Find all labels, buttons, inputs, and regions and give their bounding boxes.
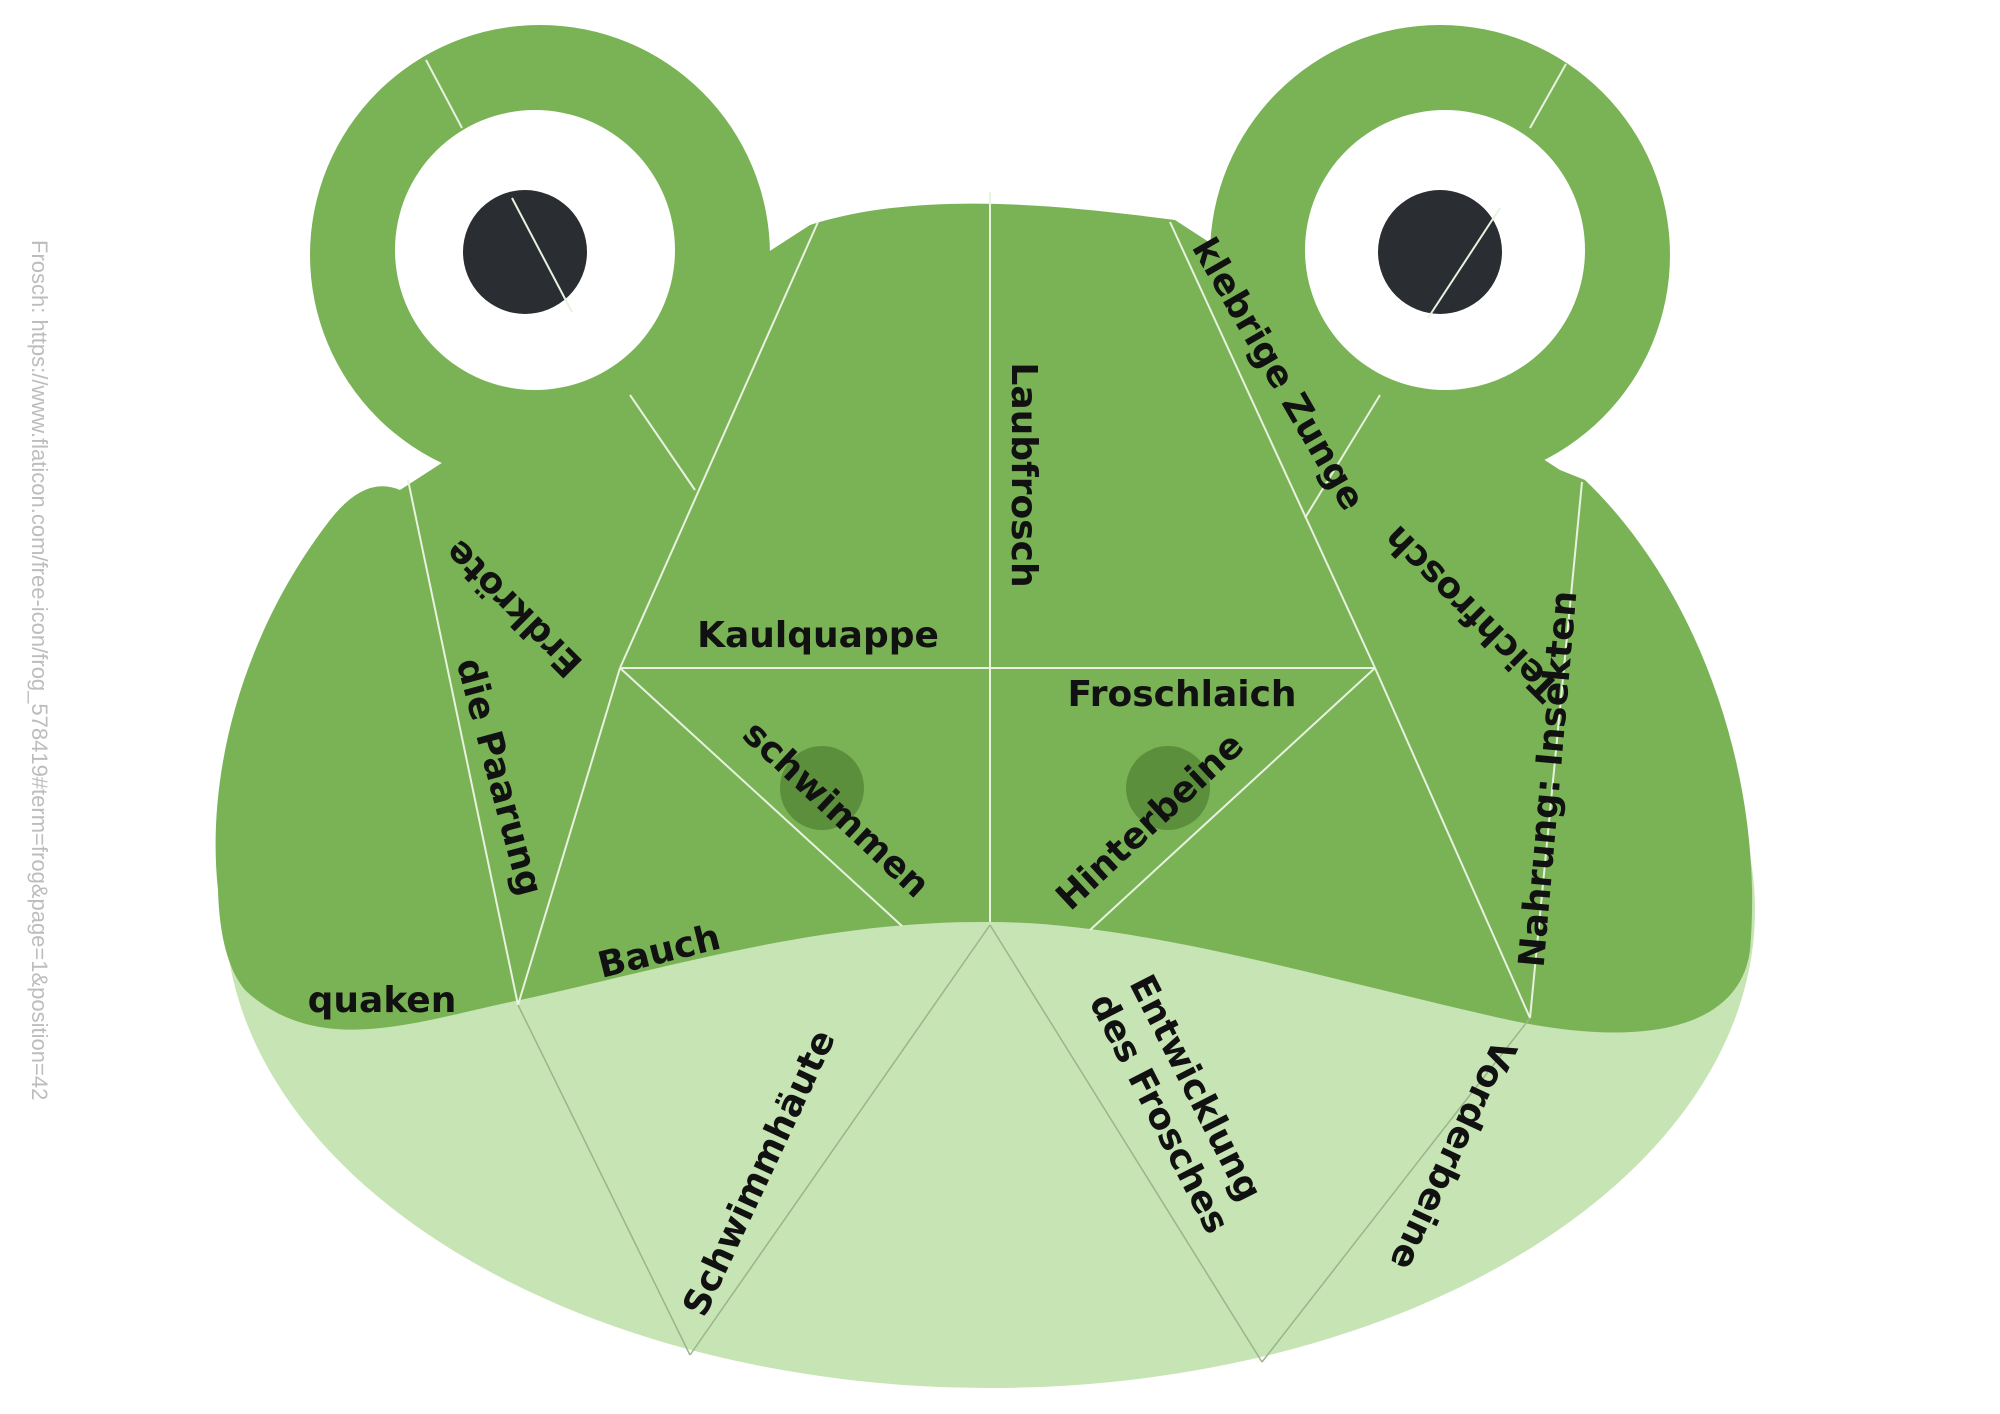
left-pupil [463,190,587,314]
fold-line [1089,667,1376,931]
belly-fold-lines [517,924,1531,1363]
label-laubfrosch: Laubfrosch [1003,362,1044,587]
label-quaken: quaken [308,980,457,1021]
right-pupil [1378,190,1502,314]
head-fold-lines [407,192,1583,1019]
fold-line [1169,221,1376,669]
fold-line [1261,1017,1531,1363]
fold-line [989,924,1263,1363]
fold-line [517,667,621,1006]
fold-line [425,59,463,129]
fold-line [629,394,696,491]
fold-line [407,479,519,1006]
fold-line [1529,481,1583,1019]
fold-line [1529,63,1567,129]
fold-line [619,667,903,927]
fold-line [1374,667,1531,1019]
fold-line [1304,394,1381,519]
right-nostril [1126,746,1210,830]
left-nostril [780,746,864,830]
fold-line [511,197,573,313]
fold-line [1427,207,1501,319]
fold-line [517,1004,691,1356]
fold-line [619,221,819,669]
fold-line [689,924,991,1356]
image-credit: Frosch: https://www.flaticon.com/free-ic… [27,240,52,1100]
label-kaulquappe: Kaulquappe [697,615,939,656]
label-froschlaich: Froschlaich [1067,674,1296,715]
